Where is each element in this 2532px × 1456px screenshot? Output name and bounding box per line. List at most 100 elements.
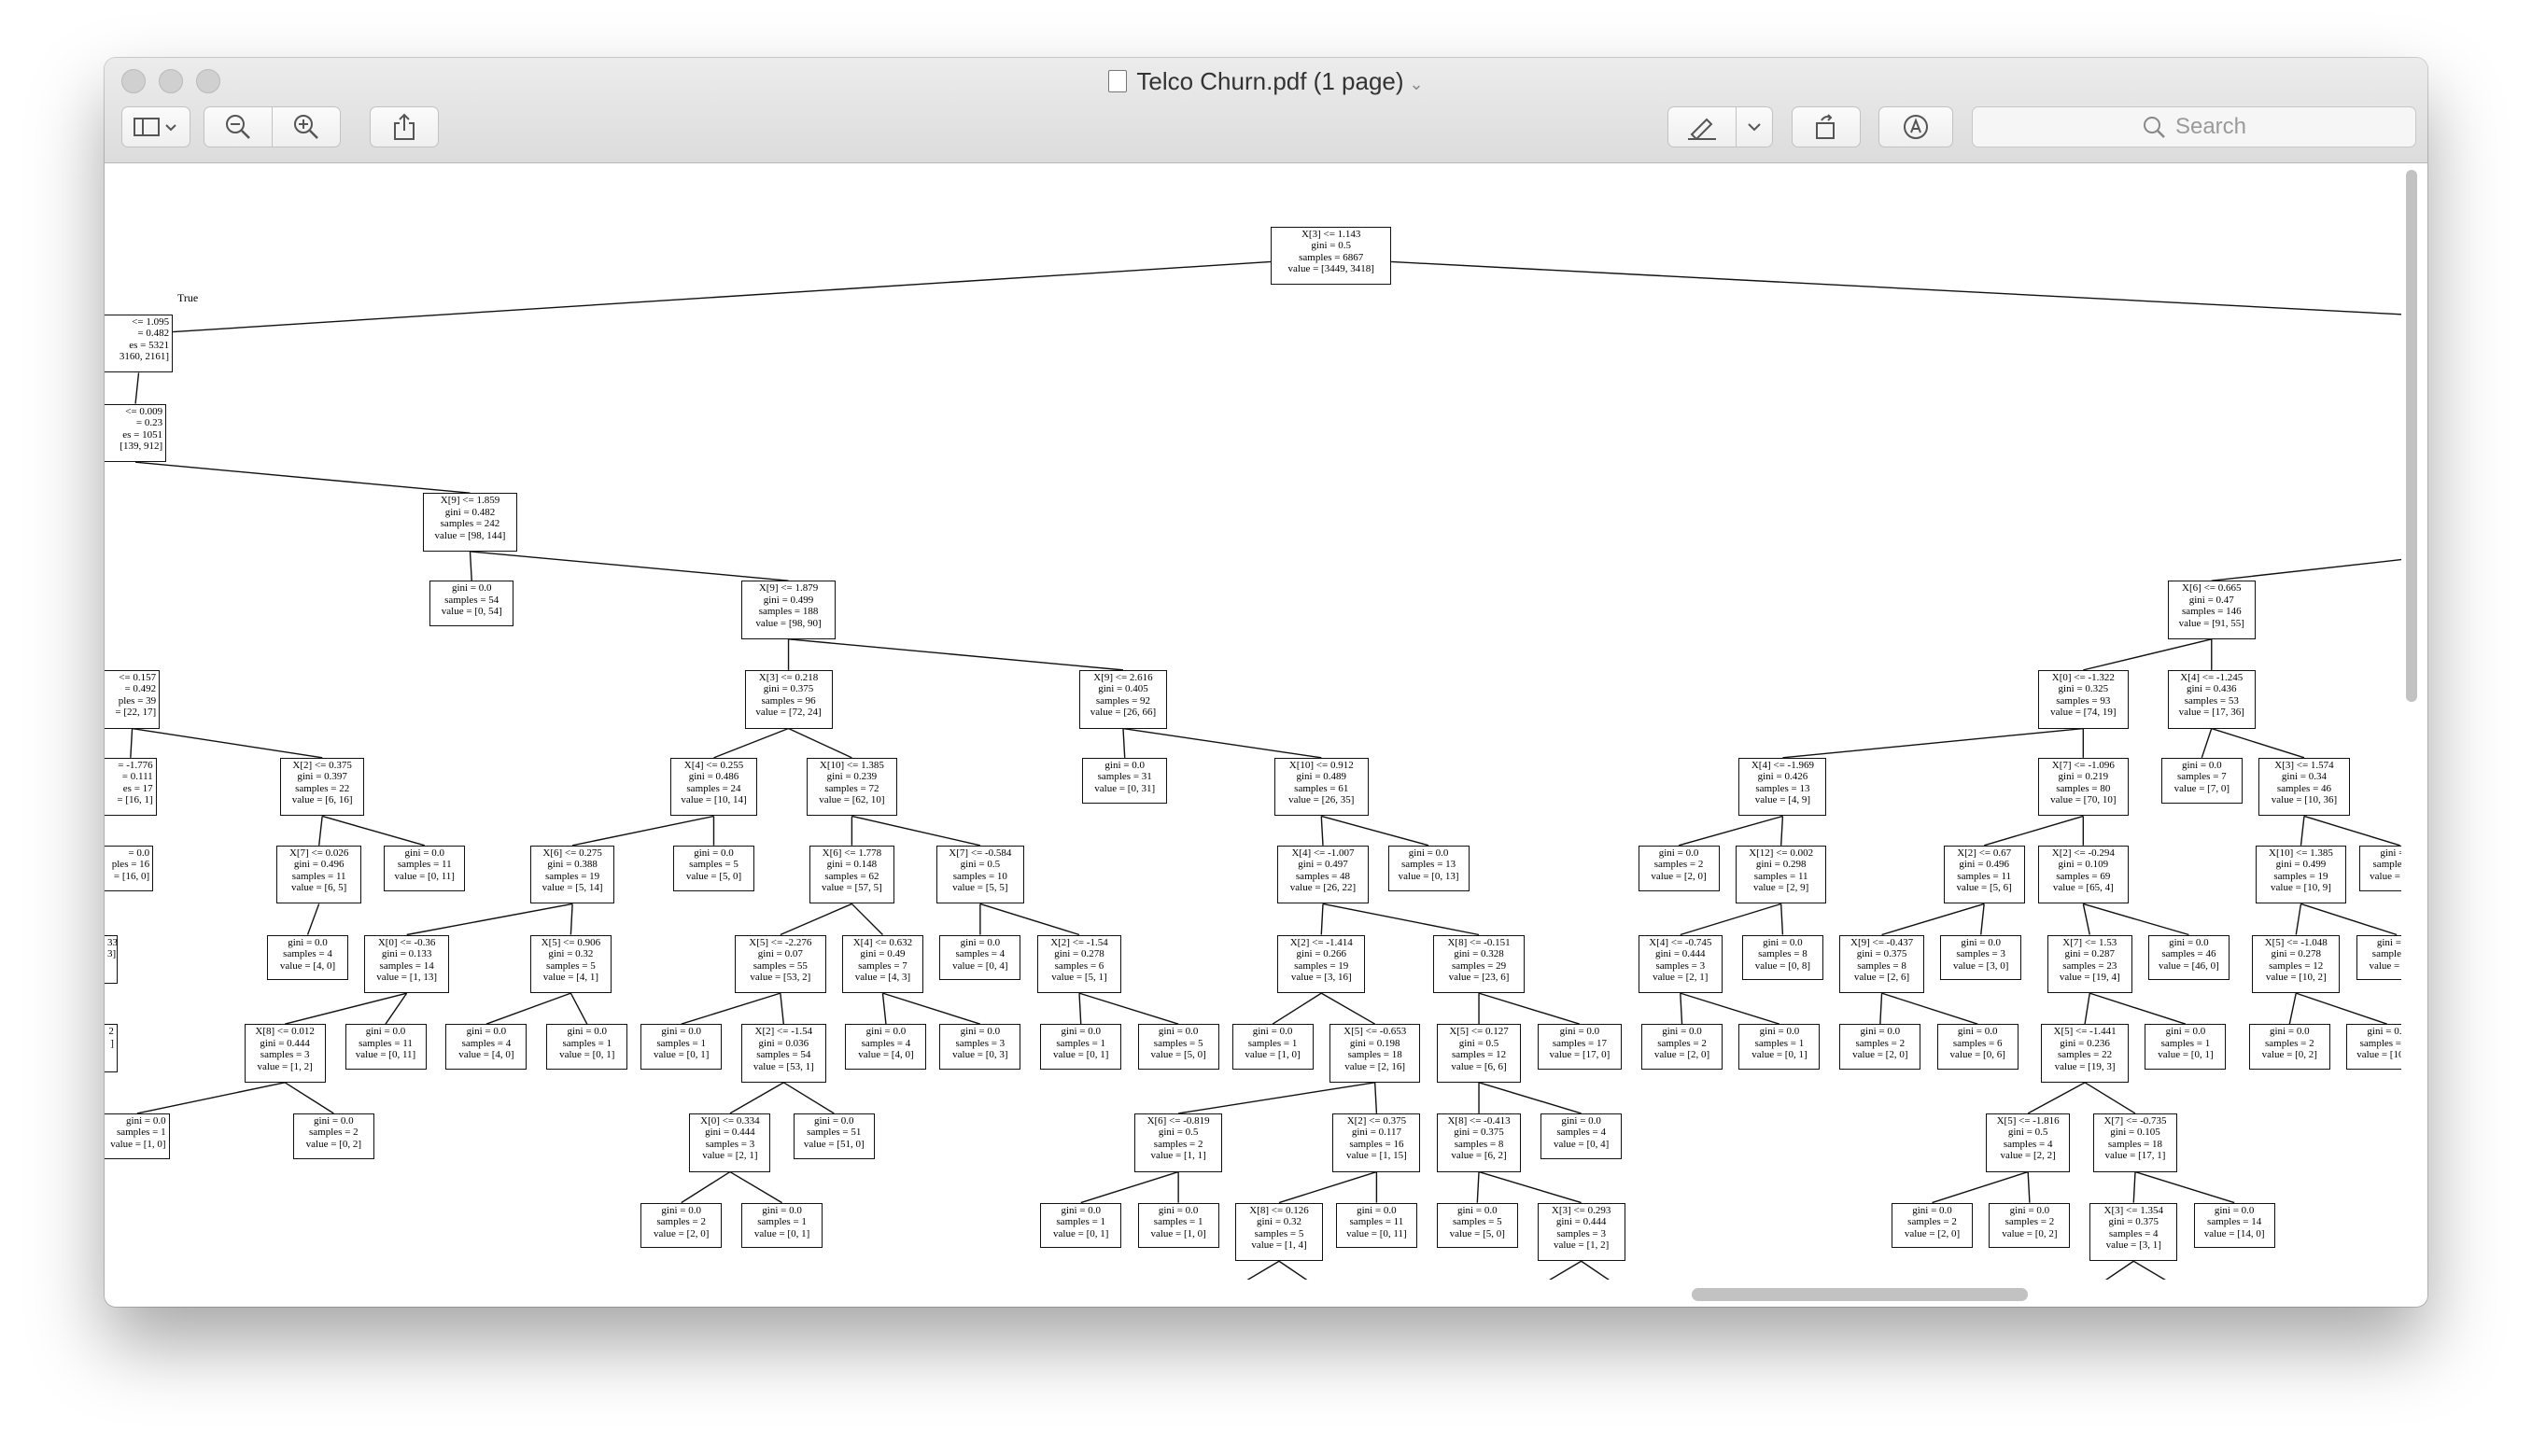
tree-node-line: value = [1, 0] [1245,1049,1301,1061]
tree-edge [1980,903,1985,935]
tree-node-line: gini = 0.0 [1957,1026,1998,1038]
tree-node-line: samples = 5 [1452,1216,1502,1228]
tree-edge [2201,728,2213,759]
tree-node-line: gini = 0.07 [757,948,803,959]
tree-node-line: = [16, 0] [113,870,150,882]
tree-node-line: gini = 0.0 [1860,1026,1901,1038]
horizontal-scrollbar-thumb[interactable] [1692,1288,2028,1301]
tree-node-line: samples = 10 [952,870,1007,882]
tree-node-line: value = [2, 9] [1752,882,1809,894]
tree-node-line: samples = 4 [2108,1227,2159,1239]
tree-node-line: gini = 0.0 [2380,847,2401,859]
tree-edge [1881,903,1985,936]
tree-node-line: X[2] <= -0.294 [2051,847,2115,859]
tree-node-line: value = [4, 1] [542,972,599,983]
tree-node-line: X[8] <= 0.126 [1249,1204,1309,1216]
tree-node-line: gini = 0.0 [762,1204,802,1216]
tree-node-line: X[4] <= -0.745 [1649,936,1712,948]
tree-node-line: value = [1, 1] [1150,1150,1206,1162]
minimize-button[interactable] [159,69,183,93]
tree-node-line: value = [1, 0] [110,1138,166,1150]
tree-node-line: gini = 0.0 [288,936,328,948]
tree-node-line: X[3] <= 0.218 [758,671,819,683]
tree-node-line: samples = 2 [309,1127,359,1139]
tree-node-line: samples = 6 [1952,1037,2003,1049]
tree-node-line: gini = 0.397 [297,771,347,783]
close-button[interactable] [121,69,146,93]
tree-node-line: samples = 8 [1857,959,1906,972]
tree-node-line: samples = 22 [295,782,350,794]
tree-node-line: samples = 10 [2359,1037,2401,1049]
zoom-in-button[interactable] [272,106,341,147]
tree-node-line: 3] [107,948,117,959]
tree-node-line: gini = 0.496 [1959,859,2009,871]
vertical-scrollbar-thumb[interactable] [2406,170,2417,702]
tree-node-line: samples = 3 [1556,1227,1606,1239]
tree-node-line: value = [0, 1] [654,1049,710,1061]
tree-edge [1080,1170,1179,1204]
tree-node-line: = 0.23 [135,417,163,429]
tree-node-line: X[5] <= -2.276 [749,936,812,948]
tree-node-line: samples = 61 [1294,782,1349,794]
tree-node-line: value = [26, 66] [1090,707,1157,719]
tree-node-line: gini = 0.109 [2058,859,2109,871]
tree-node-line: samples = 1 [116,1127,166,1139]
tree-node-line: gini = 0.444 [260,1037,310,1049]
markup-pen-button[interactable] [1667,106,1737,147]
tree-node-line: = 0.111 [121,771,153,783]
tree-node-line: samples = 55 [753,959,808,972]
tree-node-line: gini = 0.0 [960,1026,1001,1038]
tree-edge [851,903,883,935]
window-title[interactable]: Telco Churn.pdf (1 page)⌄ [105,67,2427,96]
tree-node-line: samples = 4 [955,948,1006,959]
tree-node-line: samples = 23 [2062,959,2117,972]
preview-window: Telco Churn.pdf (1 page)⌄ [105,58,2427,1307]
rotate-button[interactable] [1792,106,1861,147]
tree-node-line: ples = 16 [111,859,150,871]
tree-node-line: gini = 0.0 [1759,1026,1800,1038]
tree-edge [782,1082,835,1114]
tree-node-line: value = [0, 1] [559,1049,615,1061]
tree-node-line: value = [19, 4] [2059,972,2120,983]
annotate-button[interactable] [1878,106,1953,147]
sidebar-button[interactable] [121,106,190,147]
zoom-in-icon [294,115,318,139]
tree-edges [130,260,2401,1280]
tree-edge [1078,993,1082,1025]
markup-dropdown-button[interactable] [1736,106,1773,147]
zoom-out-button[interactable] [204,106,273,147]
tree-node-line: samples = 13 [1755,782,1810,794]
share-button[interactable] [370,106,439,147]
tree-node-line: X[4] <= 0.255 [683,759,744,771]
tree-edge [1581,1260,1611,1280]
tree-node-line: gini = 0.0 [2165,1026,2206,1038]
tree-node-line: samples = 4 [2003,1138,2053,1150]
tree-node-line: gini = 0.0 [661,1026,701,1038]
tree-node-line: samples = 27 [2372,859,2401,871]
tree-node-line: X[12] <= 0.002 [1749,847,1814,859]
zoom-button[interactable] [196,69,220,93]
tree-node-line: X[9] <= 2.616 [1093,671,1153,683]
tree-node-line: gini = 0.0 [466,1026,507,1038]
tree-node-line: samples = 3 [260,1049,310,1061]
tree-node-line: X[2] <= -1.54 [1050,936,1108,948]
tree-edge [306,903,320,935]
tree-node-line: value = [0, 2] [2002,1227,2058,1239]
search-field[interactable]: Search [1972,106,2416,147]
tree-node-line: gini = 0.486 [688,771,739,783]
